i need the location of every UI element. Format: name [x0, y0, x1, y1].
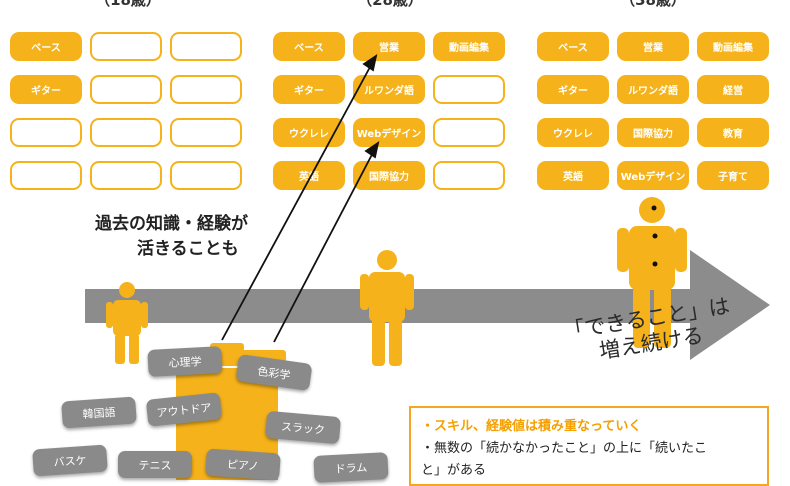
person-28-icon — [360, 250, 414, 366]
skill-cell — [90, 118, 162, 147]
skill-cell — [170, 75, 242, 104]
skill-cell: ギター — [273, 75, 345, 104]
age-label-38: （38歳） — [620, 0, 686, 9]
skill-cell — [90, 161, 162, 190]
dot-icon — [652, 261, 658, 267]
skill-cell: 教育 — [697, 118, 769, 147]
pill-drums: ドラム — [313, 452, 389, 483]
dot-icon — [651, 205, 657, 211]
caption-line-1: 過去の知識・経験が — [95, 214, 248, 234]
age-label-28: （28歳） — [357, 0, 423, 9]
skill-cell — [170, 161, 242, 190]
pill-basketball: バスケ — [32, 444, 108, 477]
skill-cell — [170, 118, 242, 147]
skill-cell — [433, 75, 505, 104]
skill-cell — [90, 75, 162, 104]
pill-piano: ピアノ — [205, 448, 281, 481]
skill-cell: 動画編集 — [697, 32, 769, 61]
skill-cell: ウクレレ — [537, 118, 609, 147]
skill-cell — [433, 161, 505, 190]
connector-line-1 — [221, 55, 377, 341]
notes-box: ・スキル、経験値は積み重なっていく ・無数の「続かなかったこと」の上に「続いたこ… — [409, 406, 769, 486]
skill-cell: 英語 — [273, 161, 345, 190]
person-18-icon — [106, 282, 148, 364]
skill-cell: 国際協力 — [617, 118, 689, 147]
skill-cell: 経営 — [697, 75, 769, 104]
skill-cell — [10, 118, 82, 147]
skill-cell: ルワンダ語 — [617, 75, 689, 104]
connector-line-2 — [273, 142, 379, 343]
person-38-icon — [617, 197, 687, 348]
notes-line-3: と」がある — [421, 463, 487, 478]
connector-arrowhead-2 — [364, 141, 380, 159]
skill-cell — [10, 161, 82, 190]
skill-cell: ウクレレ — [273, 118, 345, 147]
pill-psychology: 心理学 — [147, 346, 223, 377]
skill-cell: 子育て — [697, 161, 769, 190]
skill-cell: ベース — [273, 32, 345, 61]
skill-cell: 営業 — [353, 32, 425, 61]
connector-arrowhead-1 — [362, 54, 378, 72]
skill-cell: Webデザイン — [353, 118, 425, 147]
skill-cell: 国際協力 — [353, 161, 425, 190]
notes-line-1: ・スキル、経験値は積み重なっていく — [421, 419, 642, 434]
caption-line-2: 活きることも — [137, 239, 239, 259]
skill-cell — [433, 118, 505, 147]
dot-icon — [652, 233, 658, 239]
skill-cell: ベース — [537, 32, 609, 61]
past-experience-caption: 過去の知識・経験が 活きることも — [95, 212, 248, 262]
skill-cell: ベース — [10, 32, 82, 61]
pill-korean: 韓国語 — [61, 396, 137, 429]
skill-cell: 動画編集 — [433, 32, 505, 61]
skill-cell — [170, 32, 242, 61]
skill-cell: ルワンダ語 — [353, 75, 425, 104]
skill-cell: ギター — [537, 75, 609, 104]
notes-line-2: ・無数の「続かなかったこと」の上に「続いたこ — [421, 441, 708, 456]
skill-cell — [90, 32, 162, 61]
skill-cell: Webデザイン — [617, 161, 689, 190]
skill-cell: ギター — [10, 75, 82, 104]
skill-cell: 営業 — [617, 32, 689, 61]
skill-cell: 英語 — [537, 161, 609, 190]
age-label-18: （18歳） — [95, 0, 161, 9]
pill-tennis: テニス — [118, 451, 192, 478]
